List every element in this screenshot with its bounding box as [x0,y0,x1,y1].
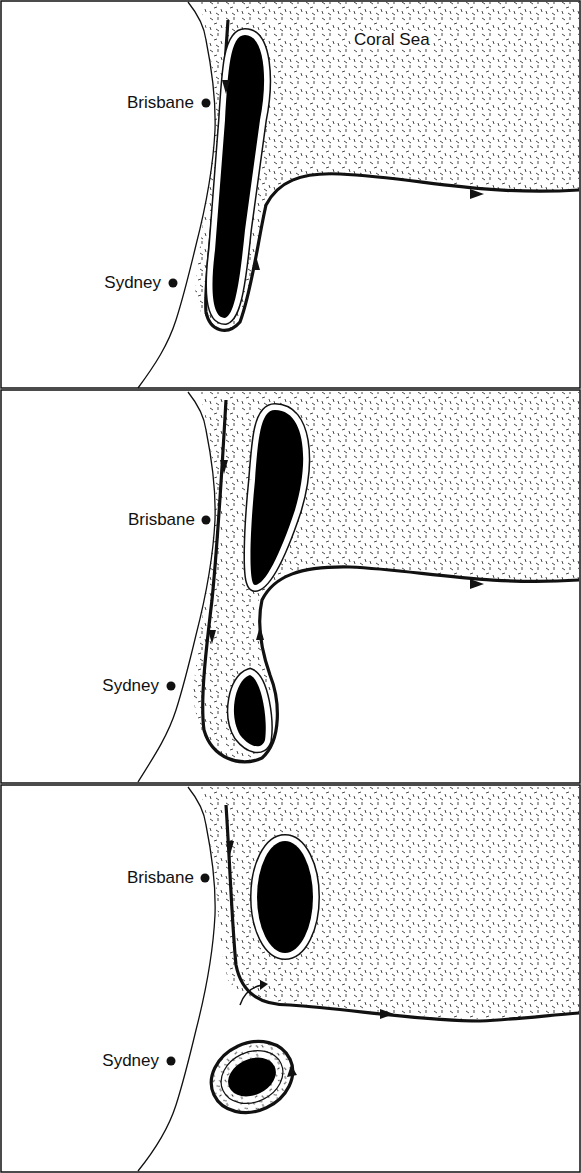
panel-three [138,787,579,1171]
city-label: Brisbane [126,511,197,530]
city-label: Sydney [100,677,161,696]
panel-two [138,392,579,782]
city-label: Sydney [100,1052,161,1071]
panel-one [138,2,579,388]
sea-label: Coral Sea [352,31,432,50]
city-label: Brisbane [125,94,196,113]
city-label: Brisbane [125,869,196,888]
city-label: Sydney [102,274,163,293]
